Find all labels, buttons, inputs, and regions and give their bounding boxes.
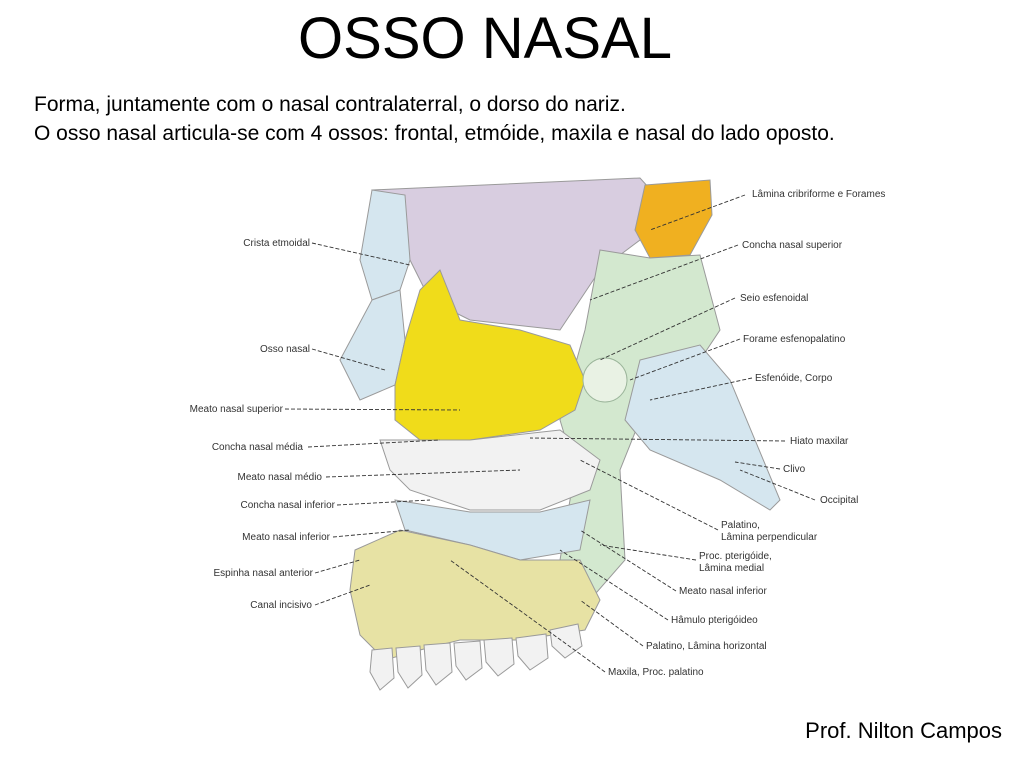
label-lamina-medial: Lâmina medial: [699, 563, 764, 574]
label-meato-nasal-superior: Meato nasal superior: [190, 404, 284, 415]
label-lamina-perpendicular: Lâmina perpendicular: [721, 532, 818, 543]
label-hiato-maxilar: Hiato maxilar: [790, 436, 849, 447]
label-espinha-nasal-anterior: Espinha nasal anterior: [213, 568, 313, 579]
cribriform-region: [634, 179, 713, 259]
label-esfenoide-corpo: Esfenóide, Corpo: [755, 373, 833, 384]
sphenoid-sinus-opening: [582, 357, 628, 403]
label-meato-nasal-inferior-right: Meato nasal inferior: [679, 586, 767, 597]
label-maxila-proc-palatino: Maxila, Proc. palatino: [608, 667, 704, 678]
label-meato-nasal-inferior: Meato nasal inferior: [242, 532, 330, 543]
bone-illustration: [339, 177, 781, 691]
label-concha-nasal-media: Concha nasal média: [212, 442, 304, 453]
inferior-concha-region: [394, 499, 591, 561]
label-concha-nasal-inferior: Concha nasal inferior: [241, 500, 336, 511]
label-forame-esfenopalatino: Forame esfenopalatino: [743, 334, 846, 345]
ethmoid-region: [394, 269, 586, 441]
label-osso-nasal: Osso nasal: [260, 344, 310, 355]
label-palatino-lamina-horizontal: Palatino, Lâmina horizontal: [646, 641, 767, 652]
sphenoid-region: [559, 249, 721, 601]
label-meato-nasal-medio: Meato nasal médio: [238, 472, 323, 483]
label-occipital: Occipital: [820, 495, 858, 506]
intro-text: Forma, juntamente com o nasal contralate…: [34, 90, 994, 148]
label-seio-esfenoidal: Seio esfenoidal: [740, 293, 808, 304]
label-clivo: Clivo: [783, 464, 806, 475]
label-concha-nasal-superior: Concha nasal superior: [742, 240, 843, 251]
intro-line-2: O osso nasal articula-se com 4 ossos: fr…: [34, 122, 835, 145]
labels-right: Lâmina cribriforme e Forames Concha nasa…: [608, 189, 885, 678]
label-hamulo-pterigoideo: Hâmulo pterigóideo: [671, 615, 758, 626]
label-crista-etmoidal: Crista etmoidal: [243, 238, 310, 249]
author-credit: Prof. Nilton Campos: [805, 718, 1002, 743]
labels-left: Crista etmoidal Osso nasal Meato nasal s…: [190, 238, 336, 611]
crista-region: [359, 189, 411, 301]
label-palatino: Palatino,: [721, 520, 760, 531]
slide-title: OSSO NASAL: [298, 6, 672, 71]
intro-line-1: Forma, juntamente com o nasal contralate…: [34, 93, 626, 116]
occipital-region: [624, 344, 781, 511]
label-proc-pterigoide: Proc. pterigóide,: [699, 551, 772, 562]
leader-lines: [284, 194, 816, 673]
label-lamina-cribriforme: Lâmina cribriforme e Forames: [752, 189, 885, 200]
middle-concha-region: [379, 429, 601, 511]
label-canal-incisivo: Canal incisivo: [250, 600, 312, 611]
